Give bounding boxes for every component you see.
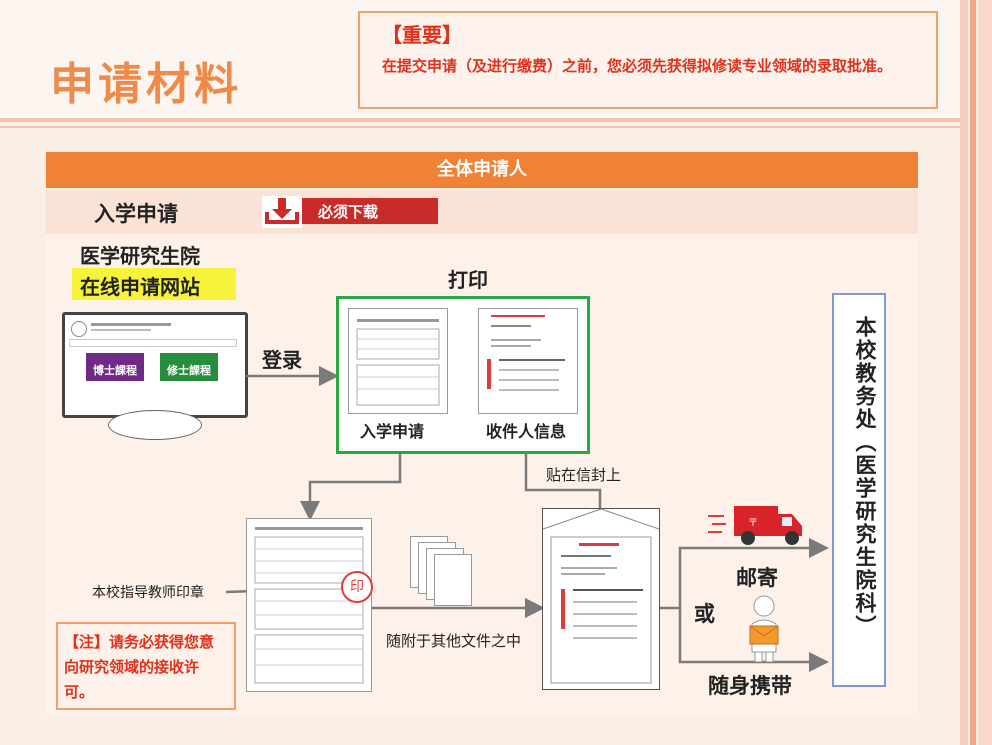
or-label: 或 xyxy=(694,602,715,626)
other-documents-icon xyxy=(434,554,472,606)
note-text: 【注】请务必获得您意向研究领域的接收许可。 xyxy=(64,633,215,701)
recipient-info-thumbnail xyxy=(478,308,578,414)
section-title: 入学申请 xyxy=(94,202,178,226)
phd-course-button[interactable]: 博士課程 xyxy=(86,353,144,381)
paste-on-envelope-label: 贴在信封上 xyxy=(546,466,622,484)
hand-carry-label: 随身携带 xyxy=(708,674,792,698)
print-to-form-arrow xyxy=(300,454,402,521)
advisor-seal-label: 本校指导教师印章 xyxy=(92,585,204,601)
site-name: 医学研究生院 xyxy=(80,244,200,268)
decor-stripe xyxy=(960,0,968,745)
download-label[interactable]: 必须下载 xyxy=(318,203,379,221)
mail-truck-icon: 〒 xyxy=(708,500,808,550)
academic-affairs-office xyxy=(832,293,886,687)
section-bar xyxy=(46,190,918,234)
panel-banner: 全体申请人 xyxy=(46,152,918,188)
doc-recipient-label: 收件人信息 xyxy=(486,422,567,441)
divider xyxy=(0,118,960,122)
site-header-line xyxy=(91,329,151,331)
note-box xyxy=(56,622,236,710)
mail-label: 邮寄 xyxy=(736,566,778,590)
decor-stripe xyxy=(970,0,976,745)
master-course-button[interactable]: 修士課程 xyxy=(160,353,218,381)
envelope xyxy=(542,508,660,690)
site-nav xyxy=(69,339,237,347)
svg-text:〒: 〒 xyxy=(748,518,758,529)
seal-stamp: 印 xyxy=(341,571,373,603)
office-label: 本校教务处（医学研究生院科） xyxy=(853,316,877,638)
phd-course-label: 博士課程 xyxy=(93,364,137,377)
doc-application-label: 入学申请 xyxy=(360,422,425,441)
divider xyxy=(0,126,960,128)
site-logo xyxy=(71,321,87,337)
page-title: 申请材料 xyxy=(50,59,242,110)
person-carrying-icon xyxy=(744,594,784,663)
application-form xyxy=(246,518,372,692)
monitor-stand xyxy=(108,410,202,440)
site-label: 在线申请网站 xyxy=(80,275,200,299)
download-icon xyxy=(262,196,302,228)
notice-body: 在提交申请（及进行缴费）之前，您必须先获得拟修读专业领域的录取批准。 xyxy=(382,57,893,75)
attach-label: 随附于其他文件之中 xyxy=(386,632,522,650)
site-header-line xyxy=(91,323,171,326)
login-label: 登录 xyxy=(262,348,302,372)
notice-title: 【重要】 xyxy=(382,23,462,47)
hand-carry-arrow xyxy=(678,608,829,672)
important-notice: 【重要】 在提交申请（及进行缴费）之前，您必须先获得拟修读专业领域的录取批准。 xyxy=(358,11,938,109)
decor-stripe xyxy=(978,0,992,745)
site-highlight xyxy=(72,268,236,300)
delivery-split xyxy=(660,538,829,610)
print-label: 打印 xyxy=(448,268,488,292)
application-form-thumbnail xyxy=(348,308,448,414)
master-course-label: 修士課程 xyxy=(167,364,211,377)
